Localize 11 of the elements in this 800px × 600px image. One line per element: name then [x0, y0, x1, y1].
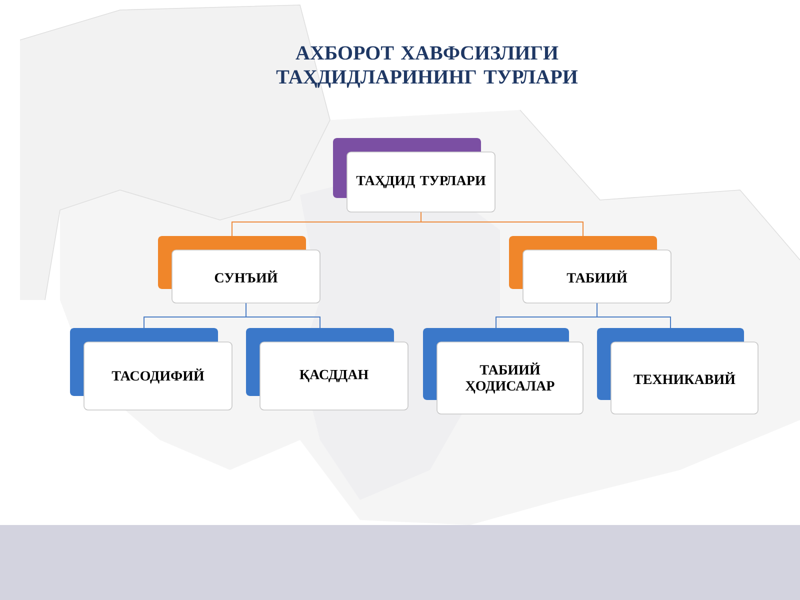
title: АХБОРОТ ХАВФСИЗЛИГИ ТАҲДИДЛАРИНИНГ ТУРЛАРИ	[276, 46, 578, 88]
category-box: СУНЪИЙ	[158, 236, 320, 304]
category-box: ҚАСДДАН	[246, 328, 408, 410]
category-box: ТАҲДИД ТУРЛАРИ	[333, 138, 496, 212]
category-box: ТАБИИЙ ҲОДИСАЛАР	[423, 328, 584, 414]
connector-line	[246, 302, 320, 328]
connector-line	[420, 212, 584, 236]
category-box: ТАСОДИФИЙ	[70, 328, 232, 410]
category-box: ТАБИИЙ	[509, 236, 672, 304]
connector-line	[596, 302, 671, 328]
category-box: ТЕХНИКАВИЙ	[597, 328, 758, 414]
